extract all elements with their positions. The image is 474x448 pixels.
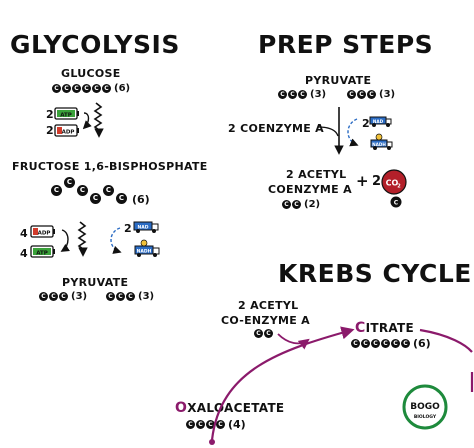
svg-text:BOGO: BOGO xyxy=(410,402,440,412)
pyruvate-1-count: (3) xyxy=(71,291,88,302)
nad-number: 2 xyxy=(124,222,132,235)
svg-text:CO: CO xyxy=(386,179,399,188)
f16bp-carbon: C xyxy=(51,185,62,196)
nadh-truck-icon: NADH xyxy=(134,239,160,257)
co2-molecule-icon: CO 2 C xyxy=(381,169,407,208)
f16bp-carbon: C xyxy=(103,185,114,196)
energy-payoff-arrow xyxy=(60,229,70,252)
acetyl-coa-line1: 2 ACETYL xyxy=(286,168,347,181)
prep-nad-number: 2 xyxy=(362,117,370,130)
glucose-to-f16bp-arrow xyxy=(93,102,104,138)
oxaloacetate-rest: XALOACETATE xyxy=(187,401,285,415)
energy-investment-arrow xyxy=(82,112,92,130)
pyruvate-label: PYRUVATE xyxy=(62,276,129,289)
plus-sign: + xyxy=(356,172,369,190)
citrate-label: CITRATE xyxy=(355,320,414,336)
f16bp-to-pyruvate-arrow xyxy=(77,221,88,257)
f16bp-carbon: C xyxy=(77,185,88,196)
svg-text:C: C xyxy=(394,200,399,207)
acetyl-coa-count: (2) xyxy=(304,199,321,210)
pyruvate-2-count: (3) xyxy=(138,291,155,302)
adp-out-number: 2 xyxy=(46,124,54,137)
svg-text:NAD: NAD xyxy=(373,119,384,124)
f16bp-carbon: C xyxy=(64,177,75,188)
co2-coefficient: 2 xyxy=(372,174,382,189)
cycle-arc-end xyxy=(209,439,215,445)
krebs-acetyl-line1: 2 ACETYL xyxy=(238,299,299,312)
f16bp-carbon: C xyxy=(116,193,127,204)
prep-pyruvate-label: PYRUVATE xyxy=(305,74,372,87)
adp-battery-icon: ADP xyxy=(54,124,79,137)
krebs-acetyl-line2: CO-ENZYME A xyxy=(221,314,310,327)
svg-text:NAD: NAD xyxy=(138,225,149,231)
glucose-label: GLUCOSE xyxy=(61,67,121,80)
svg-text:ADP: ADP xyxy=(38,231,51,237)
f16bp-count: (6) xyxy=(132,193,150,206)
citrate-initial: C xyxy=(355,320,366,336)
svg-text:ATP: ATP xyxy=(36,251,48,257)
glucose-count: (6) xyxy=(114,83,131,94)
coenzyme-in-arrow xyxy=(317,126,339,137)
nad-truck-icon: NAD xyxy=(133,221,159,233)
atp-out-number: 4 xyxy=(20,247,28,260)
atp-in-number: 2 xyxy=(46,108,54,121)
nad-reduction-arrow xyxy=(110,227,122,254)
oxaloacetate-initial: O xyxy=(175,400,188,416)
svg-text:2: 2 xyxy=(397,184,401,190)
oxaloacetate-label: OXALOACETATE xyxy=(175,400,284,416)
krebs-cycle-arc-right xyxy=(419,328,473,353)
f16bp-label: FRUCTOSE 1,6-BISPHOSPHATE xyxy=(12,160,208,173)
adp-battery-icon-2: ADP xyxy=(30,225,55,238)
prep-pyruvate-1-count: (3) xyxy=(310,89,327,100)
acetyl-coa-line2: COENZYME A xyxy=(268,183,352,196)
coenzyme-a-label: 2 COENZYME A xyxy=(228,122,324,135)
svg-text:NADH: NADH xyxy=(137,249,152,255)
citrate-count: (6) xyxy=(413,337,431,350)
svg-text:NADH: NADH xyxy=(372,142,386,147)
prep-nadh-truck-icon: NADH xyxy=(370,133,393,150)
svg-text:ADP: ADP xyxy=(62,130,75,136)
prep-title: PREP STEPS xyxy=(258,30,434,59)
glycolysis-title: GLYCOLYSIS xyxy=(10,30,180,59)
bogo-biology-logo: BOGO BIOLOGY xyxy=(402,384,448,430)
adp-in-number: 4 xyxy=(20,227,28,240)
atp-battery-icon-2: ATP xyxy=(30,245,55,258)
f16bp-carbon: C xyxy=(90,193,101,204)
svg-text:ATP: ATP xyxy=(60,113,72,119)
krebs-title: KREBS CYCLE xyxy=(278,259,472,288)
krebs-cycle-arc xyxy=(210,326,355,441)
prep-pyruvate-2-count: (3) xyxy=(379,89,396,100)
atp-battery-icon: ATP xyxy=(54,107,79,120)
acetyl-to-citrate-arrow xyxy=(277,333,310,350)
svg-text:BIOLOGY: BIOLOGY xyxy=(414,414,437,420)
oxaloacetate-count: (4) xyxy=(228,418,246,431)
citrate-rest: ITRATE xyxy=(365,321,415,335)
prep-nad-reduction-arrow xyxy=(347,118,359,147)
prep-nad-truck-icon: NAD xyxy=(369,116,392,127)
